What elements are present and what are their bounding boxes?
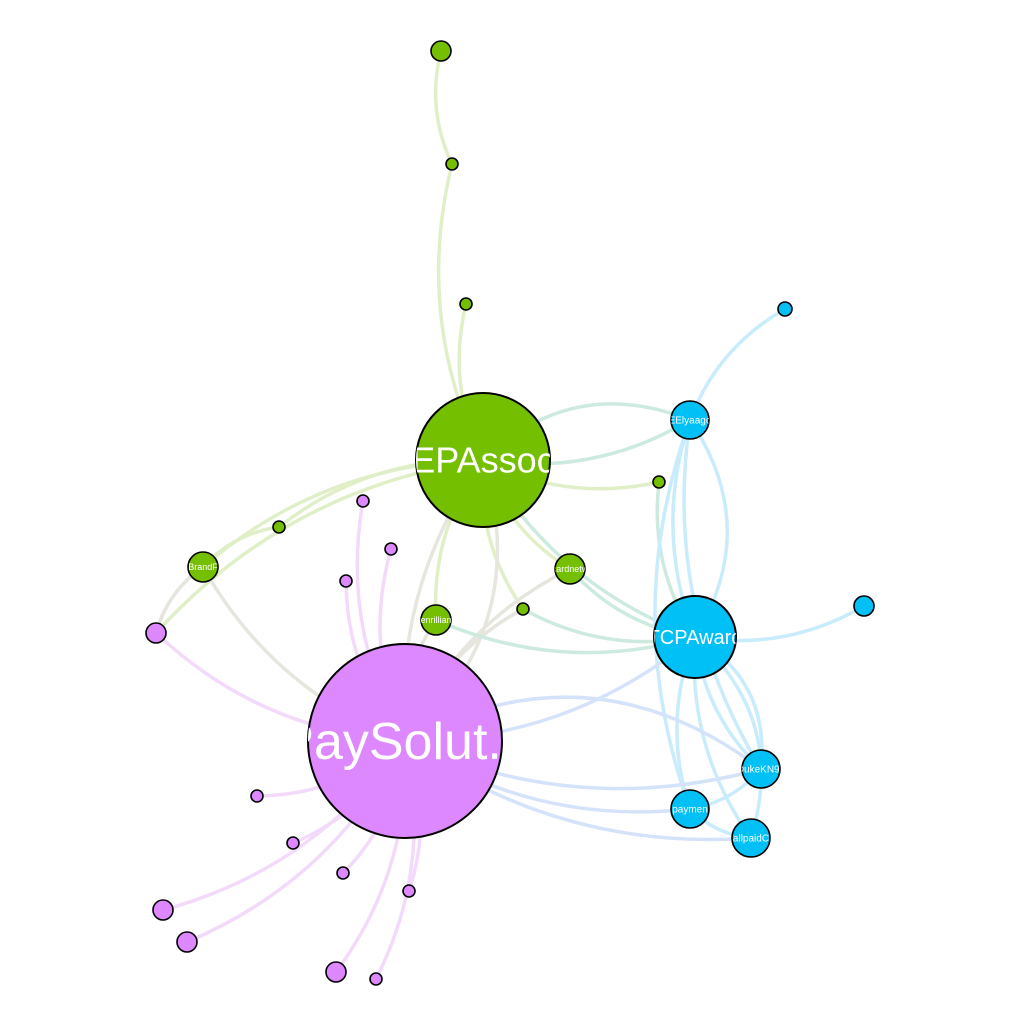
node-circle-g_top2[interactable] — [445, 157, 459, 171]
node-circle-cardnet[interactable] — [554, 553, 586, 585]
node-circle-cyan_tr[interactable] — [777, 301, 793, 317]
node-circle-elyaago[interactable] — [670, 400, 710, 440]
node-circle-v_j[interactable] — [325, 961, 347, 983]
node-circle-g_b[interactable] — [516, 602, 530, 616]
node-paysol[interactable]: PaySolut... — [279, 643, 530, 839]
node-circle-g_c[interactable] — [652, 475, 666, 489]
node-circle-tcpaward[interactable] — [653, 595, 737, 679]
node-circle-cyan_r[interactable] — [853, 595, 875, 617]
node-circle-v_a[interactable] — [356, 494, 370, 508]
node-v_j[interactable] — [325, 961, 347, 983]
node-circle-epassoc[interactable] — [415, 392, 551, 528]
node-label-allpaid: allpaidC — [733, 834, 769, 845]
node-v_left[interactable] — [145, 622, 167, 644]
node-v_h[interactable] — [152, 899, 174, 921]
node-brand[interactable]: nBrandFo — [183, 551, 223, 583]
node-label-epassoc: EPAssoc — [411, 440, 554, 481]
node-g_b[interactable] — [516, 602, 530, 616]
node-circle-v_h[interactable] — [152, 899, 174, 921]
node-label-genrill: enrillian — [420, 615, 451, 625]
node-v_a[interactable] — [356, 494, 370, 508]
node-label-dukekn: DukeKN99 — [737, 765, 786, 776]
node-cyan_tr[interactable] — [777, 301, 793, 317]
node-elyaago[interactable]: EElyaago — [669, 400, 712, 440]
node-circle-v_d[interactable] — [250, 789, 264, 803]
node-circle-g_a[interactable] — [272, 520, 286, 534]
node-g_top1[interactable] — [430, 40, 452, 62]
node-circle-paymen[interactable] — [670, 789, 710, 829]
node-label-elyaago: EElyaago — [669, 416, 712, 427]
node-cardnet[interactable]: cardnetw — [552, 553, 589, 585]
node-label-brand: nBrandFo — [183, 562, 223, 572]
node-g_a[interactable] — [272, 520, 286, 534]
node-circle-v_left[interactable] — [145, 622, 167, 644]
node-label-paysol: PaySolut... — [279, 713, 530, 771]
node-allpaid[interactable]: allpaidC — [731, 818, 771, 858]
node-v_c[interactable] — [339, 574, 353, 588]
node-circle-dukekn[interactable] — [741, 749, 781, 789]
node-v_b[interactable] — [384, 542, 398, 556]
edge-elyaago-dukekn — [682, 418, 763, 771]
node-label-tcpaward: TCPAward — [648, 627, 743, 649]
node-tcpaward[interactable]: TCPAward — [648, 595, 743, 679]
node-circle-v_f[interactable] — [336, 866, 350, 880]
node-genrill[interactable]: enrillian — [420, 604, 452, 636]
node-layer: nBrandFo cardnetw enrillian EElyaagoDukeKN9… — [145, 40, 875, 986]
node-circle-v_c[interactable] — [339, 574, 353, 588]
node-circle-allpaid[interactable] — [731, 818, 771, 858]
edge-g_top1-g_top2 — [433, 49, 454, 166]
node-g_c[interactable] — [652, 475, 666, 489]
node-v_g[interactable] — [402, 884, 416, 898]
node-circle-g_top1[interactable] — [430, 40, 452, 62]
node-dukekn[interactable]: DukeKN99 — [737, 749, 786, 789]
node-v_k[interactable] — [369, 972, 383, 986]
edge-elyaago-paymen — [653, 418, 692, 811]
node-circle-v_k[interactable] — [369, 972, 383, 986]
node-paymen[interactable]: paymen — [670, 789, 710, 829]
node-v_d[interactable] — [250, 789, 264, 803]
node-circle-v_b[interactable] — [384, 542, 398, 556]
node-g_top2[interactable] — [445, 157, 459, 171]
node-circle-paysol[interactable] — [307, 643, 503, 839]
node-circle-v_i[interactable] — [176, 931, 198, 953]
node-circle-brand[interactable] — [187, 551, 219, 583]
node-circle-g_top3[interactable] — [459, 297, 473, 311]
node-cyan_r[interactable] — [853, 595, 875, 617]
node-v_f[interactable] — [336, 866, 350, 880]
node-g_top3[interactable] — [459, 297, 473, 311]
node-circle-genrill[interactable] — [420, 604, 452, 636]
node-epassoc[interactable]: EPAssoc — [411, 392, 554, 528]
node-label-cardnet: cardnetw — [552, 564, 589, 574]
edge-cyan_tr-elyaago — [688, 307, 787, 422]
node-v_e[interactable] — [286, 836, 300, 850]
node-v_i[interactable] — [176, 931, 198, 953]
node-circle-v_e[interactable] — [286, 836, 300, 850]
node-label-paymen: paymen — [672, 805, 708, 816]
node-circle-v_g[interactable] — [402, 884, 416, 898]
